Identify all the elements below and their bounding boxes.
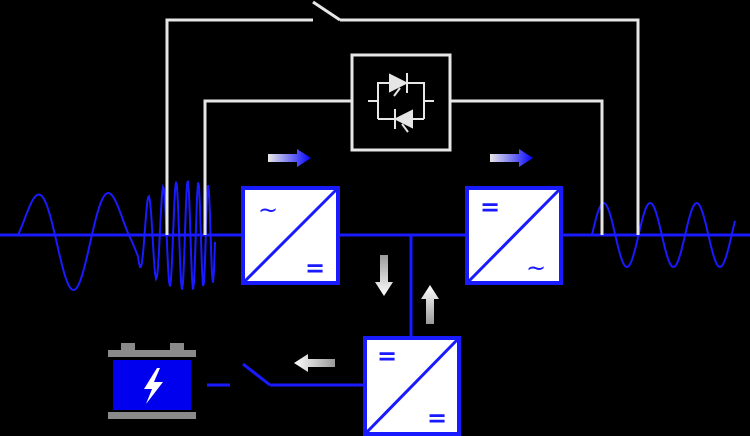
lightning-bolt-icon bbox=[144, 368, 163, 404]
inverter-block: = ~ bbox=[465, 186, 563, 285]
charger-input-symbol: = bbox=[377, 342, 397, 370]
flow-arrow-to-battery bbox=[294, 354, 335, 372]
rectifier-block: ~ = bbox=[241, 186, 340, 285]
thyristor-pair-icon bbox=[368, 73, 434, 133]
flow-arrow-rectifier bbox=[268, 149, 311, 167]
charger-block: = = bbox=[363, 336, 461, 436]
main-bus bbox=[0, 233, 750, 338]
flow-arrow-from-charger bbox=[421, 285, 439, 324]
inverter-input-symbol: = bbox=[480, 193, 500, 221]
output-waveform bbox=[591, 201, 736, 269]
static-switch bbox=[350, 53, 452, 152]
input-waveform bbox=[17, 180, 216, 291]
rectifier-output-symbol: = bbox=[305, 254, 325, 282]
battery-wiring bbox=[207, 362, 365, 387]
bypass-wiring bbox=[165, 0, 640, 235]
battery-switch bbox=[242, 362, 271, 387]
charger-output-symbol: = bbox=[427, 404, 447, 432]
inverter-output-symbol: ~ bbox=[526, 254, 546, 282]
flow-arrow-to-charger bbox=[375, 255, 393, 296]
battery bbox=[108, 343, 196, 419]
manual-bypass-switch bbox=[312, 0, 341, 22]
flow-arrow-inverter bbox=[490, 149, 533, 167]
rectifier-input-symbol: ~ bbox=[258, 196, 278, 224]
